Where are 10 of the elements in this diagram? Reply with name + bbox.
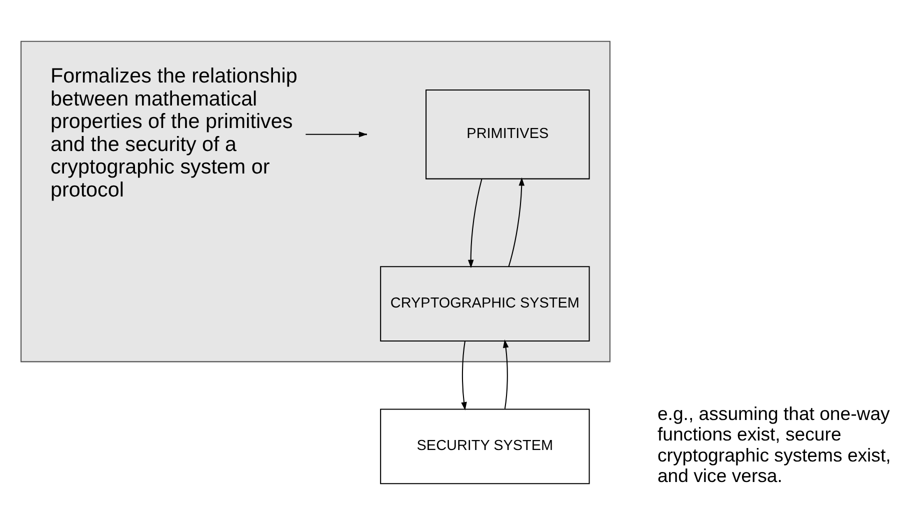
arrow bbox=[502, 339, 509, 408]
node-text: Formalizes the relationship between mathematical properties of the primitives and the security of a cryptographic system or protocol bbox=[50, 64, 298, 201]
node-box: CRYPTOGRAPHIC SYSTEM bbox=[380, 266, 590, 342]
arrow bbox=[508, 176, 525, 266]
cluster bbox=[20, 40, 610, 362]
node-box: PRIMITIVES bbox=[426, 88, 590, 179]
node-box: SECURITY SYSTEM bbox=[380, 408, 590, 484]
arrow bbox=[461, 340, 467, 410]
arrow bbox=[468, 178, 482, 268]
node-text: e.g., assuming that one-way functions exist, secure cryptographic systems exist, and vice versa. bbox=[657, 402, 891, 486]
